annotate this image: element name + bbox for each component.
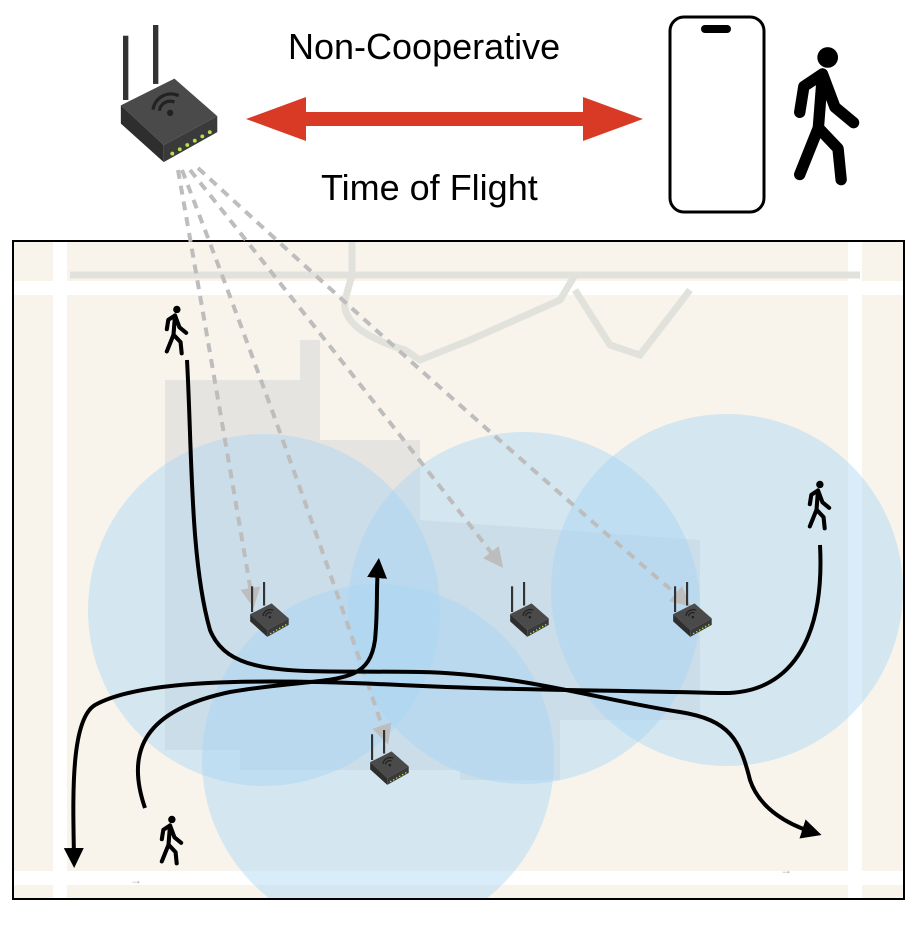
map-frame	[12, 240, 905, 900]
svg-text:→: →	[780, 863, 792, 877]
time-of-flight-label: Time of Flight	[321, 167, 538, 208]
non-cooperative-label: Non-Cooperative	[288, 26, 561, 67]
svg-text:→: →	[130, 873, 142, 887]
double-arrow	[246, 97, 643, 141]
smartphone-icon	[668, 15, 766, 214]
walking-person-icon	[800, 47, 854, 180]
coverage-circle	[551, 414, 903, 766]
trajectories	[63, 359, 823, 868]
map: →→	[13, 241, 904, 899]
trajectory-path	[63, 544, 823, 868]
dashed-signal-lines	[176, 166, 691, 745]
router-icon	[119, 23, 220, 164]
trajectory-path	[135, 558, 388, 809]
trajectory-path	[185, 359, 822, 839]
